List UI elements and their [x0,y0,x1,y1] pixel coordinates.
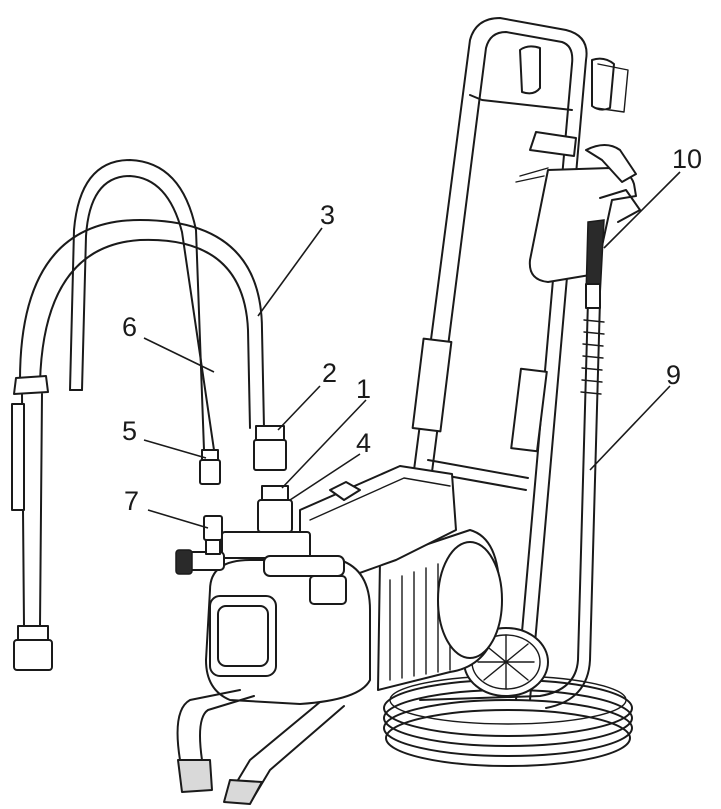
callout-5: 5 [122,416,137,446]
leader-3 [257,227,323,317]
leader-10 [603,171,681,249]
callout-6: 6 [122,312,137,342]
callout-1: 1 [356,374,371,404]
callout-3: 3 [320,200,335,230]
suction-tube [11,219,265,671]
leader-5 [143,439,207,459]
leader-4 [289,453,361,501]
leader-2 [277,385,321,431]
leader-7 [147,509,209,529]
return-hose [69,159,215,451]
leader-1 [281,399,367,489]
callout-9: 9 [666,360,681,390]
callout-labels: 1 2 3 4 5 6 7 9 10 [122,144,702,516]
cart-frame [411,17,629,701]
callout-10: 10 [672,144,702,174]
spray-hose [419,299,605,709]
callout-2: 2 [322,358,337,388]
spray-gun [515,131,641,309]
pump-assembly [175,465,503,805]
return-fitting [199,449,221,485]
leader-6 [143,337,215,373]
suction-fitting [253,425,287,471]
leader-lines [143,171,681,529]
leader-9 [589,385,671,471]
callout-7: 7 [124,486,139,516]
callout-4: 4 [356,428,371,458]
